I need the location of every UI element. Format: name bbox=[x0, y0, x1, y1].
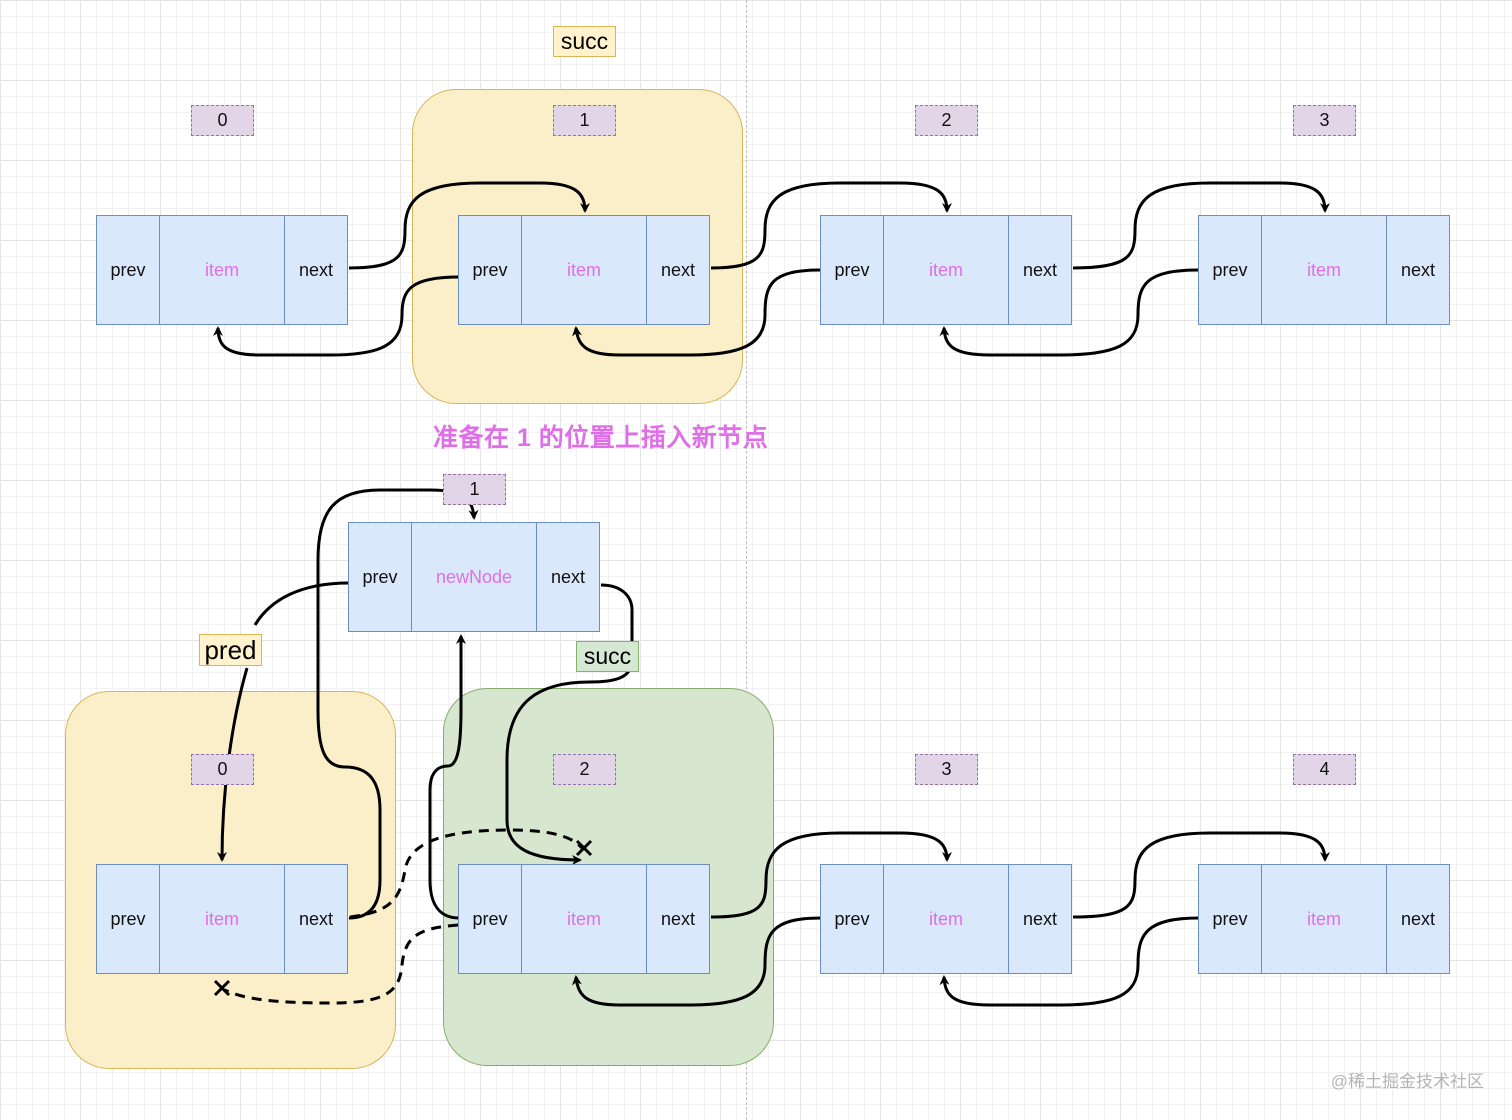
insert-caption: 准备在 1 的位置上插入新节点 bbox=[433, 424, 769, 452]
prev-cell: prev bbox=[820, 864, 884, 974]
bottom-next-link-3 bbox=[1072, 831, 1330, 919]
next-cell: next bbox=[284, 864, 348, 974]
new-node: prev newNode next bbox=[348, 522, 600, 632]
page-divider bbox=[746, 0, 747, 1120]
top-node-2: prev item next bbox=[820, 215, 1072, 325]
prev-cell: prev bbox=[458, 215, 522, 325]
bottom-prev-link-3 bbox=[939, 916, 1200, 1007]
index-badge-top-0: 0 bbox=[191, 105, 254, 136]
bottom-node-0: prev item next bbox=[96, 864, 348, 974]
index-badge-bottom-4: 4 bbox=[1293, 754, 1356, 785]
prev-cell: prev bbox=[1198, 215, 1262, 325]
top-prev-link-3 bbox=[939, 268, 1200, 357]
next-cell: next bbox=[646, 864, 710, 974]
prev-cell: prev bbox=[820, 215, 884, 325]
prev-cell: prev bbox=[96, 215, 160, 325]
bottom-node-2: prev item next bbox=[458, 864, 710, 974]
top-node-3: prev item next bbox=[1198, 215, 1450, 325]
succ-prev-to-newnode bbox=[428, 634, 466, 920]
prev-cell: prev bbox=[348, 522, 412, 632]
prev-cell: prev bbox=[458, 864, 522, 974]
pred-label: pred bbox=[199, 634, 262, 666]
bottom-prev-link-2 bbox=[571, 916, 822, 1007]
bottom-next-link-2 bbox=[710, 831, 952, 919]
next-cell: next bbox=[1008, 864, 1072, 974]
next-cell: next bbox=[284, 215, 348, 325]
newnode-prev-to-pred bbox=[253, 581, 350, 626]
next-cell: next bbox=[1008, 215, 1072, 325]
succ-label-top: succ bbox=[553, 26, 616, 57]
pred-next-to-newnode bbox=[316, 488, 479, 920]
index-badge-bottom-2: 2 bbox=[553, 754, 616, 785]
top-prev-link-2 bbox=[571, 268, 822, 357]
prev-cell: prev bbox=[96, 864, 160, 974]
item-cell: item bbox=[1260, 215, 1388, 325]
cut-mark-prev bbox=[213, 979, 231, 997]
index-badge-new-node: 1 bbox=[443, 474, 506, 505]
item-cell: item bbox=[158, 215, 286, 325]
succ-label-bottom: succ bbox=[576, 641, 639, 672]
top-next-link-0 bbox=[348, 181, 590, 270]
top-next-link-2 bbox=[1072, 181, 1330, 270]
bottom-node-3: prev item next bbox=[820, 864, 1072, 974]
item-cell: item bbox=[882, 864, 1010, 974]
top-node-1: prev item next bbox=[458, 215, 710, 325]
new-node-item-cell: newNode bbox=[410, 522, 538, 632]
index-badge-top-2: 2 bbox=[915, 105, 978, 136]
index-badge-bottom-0: 0 bbox=[191, 754, 254, 785]
top-prev-link-1 bbox=[213, 275, 460, 357]
index-badge-top-3: 3 bbox=[1293, 105, 1356, 136]
index-badge-bottom-3: 3 bbox=[915, 754, 978, 785]
bottom-node-4: prev item next bbox=[1198, 864, 1450, 974]
cut-mark-next bbox=[575, 839, 593, 857]
old-next-link-broken bbox=[349, 828, 584, 919]
watermark: @稀土掘金技术社区 bbox=[1330, 1072, 1484, 1091]
next-cell: next bbox=[1386, 215, 1450, 325]
next-cell: next bbox=[1386, 864, 1450, 974]
top-next-link-1 bbox=[710, 181, 952, 270]
item-cell: item bbox=[882, 215, 1010, 325]
item-cell: item bbox=[520, 215, 648, 325]
item-cell: item bbox=[520, 864, 648, 974]
next-cell: next bbox=[646, 215, 710, 325]
index-badge-top-1: 1 bbox=[553, 105, 616, 136]
top-node-0: prev item next bbox=[96, 215, 348, 325]
item-cell: item bbox=[158, 864, 286, 974]
newnode-next-to-succ bbox=[505, 583, 634, 865]
item-cell: item bbox=[1260, 864, 1388, 974]
next-cell: next bbox=[536, 522, 600, 632]
prev-cell: prev bbox=[1198, 864, 1262, 974]
